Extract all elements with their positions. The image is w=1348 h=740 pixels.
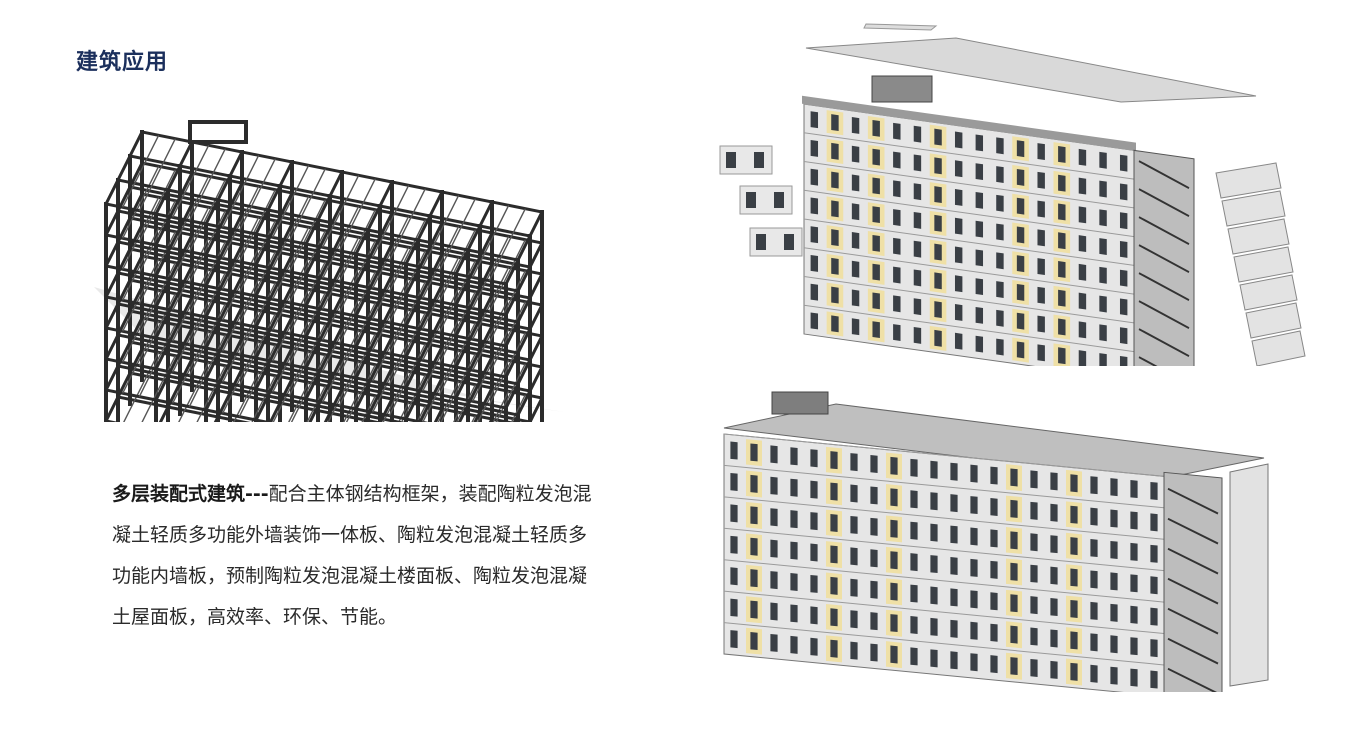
description-line-1: 多层装配式建筑---配合主体钢结构框架，装配陶粒发泡混 xyxy=(112,474,692,515)
exploded-building-illustration xyxy=(716,18,1306,366)
description-line-2: 凝土轻质多功能外墙装饰一体板、陶粒发泡混凝土轻质多 xyxy=(112,524,588,546)
assembled-building-illustration xyxy=(716,380,1286,692)
description-line-3: 功能内墙板，预制陶粒发泡混凝土楼面板、陶粒发泡混凝 xyxy=(112,565,588,587)
description-paragraph: 多层装配式建筑---配合主体钢结构框架，装配陶粒发泡混 凝土轻质多功能外墙装饰一… xyxy=(112,474,692,638)
steel-frame-illustration xyxy=(94,112,614,422)
page-title: 建筑应用 xyxy=(76,50,169,75)
description-line-1-text: 配合主体钢结构框架，装配陶粒发泡混 xyxy=(268,483,592,505)
description-line-4: 土屋面板，高效率、环保、节能。 xyxy=(112,606,398,628)
description-lead: 多层装配式建筑--- xyxy=(112,483,269,505)
